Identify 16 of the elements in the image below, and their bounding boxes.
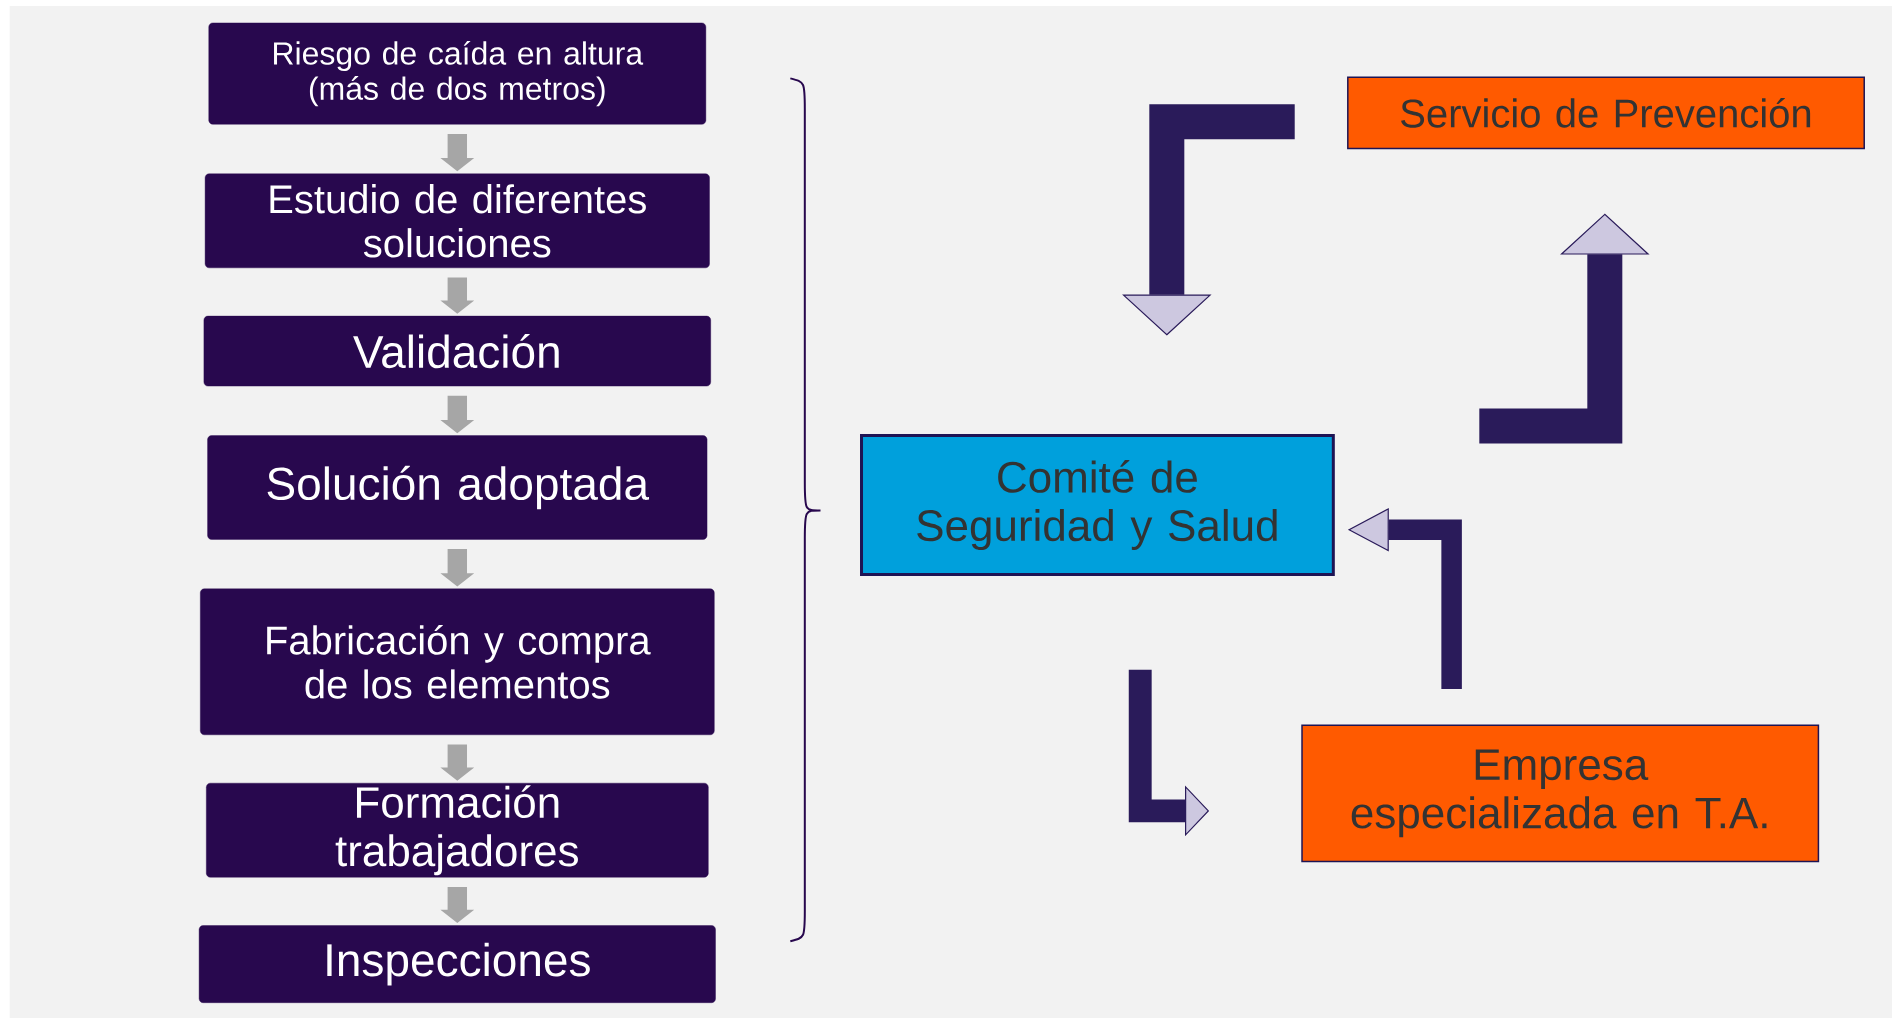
arrow bbox=[440, 133, 475, 172]
arrow bbox=[440, 277, 475, 314]
organization-box: Empresa especializada en T.A. bbox=[1301, 724, 1820, 863]
arrow bbox=[440, 744, 475, 781]
step-box: Estudio de diferentes soluciones bbox=[204, 173, 710, 269]
step-box: Fabricación y compra de los elementos bbox=[200, 588, 715, 735]
arrow bbox=[440, 549, 475, 587]
arrow bbox=[440, 395, 475, 434]
step-box: Riesgo de caída en altura (más de dos metros) bbox=[208, 22, 707, 125]
step-box: Validación bbox=[203, 315, 711, 387]
organization-box: Servicio de Prevención bbox=[1347, 76, 1865, 150]
step-box: Solución adoptada bbox=[207, 435, 708, 540]
committee-box: Comité de Seguridad y Salud bbox=[860, 434, 1335, 576]
step-box: Inspecciones bbox=[198, 925, 716, 1003]
step-box: Formación trabajadores bbox=[206, 782, 709, 878]
arrow bbox=[440, 886, 475, 924]
